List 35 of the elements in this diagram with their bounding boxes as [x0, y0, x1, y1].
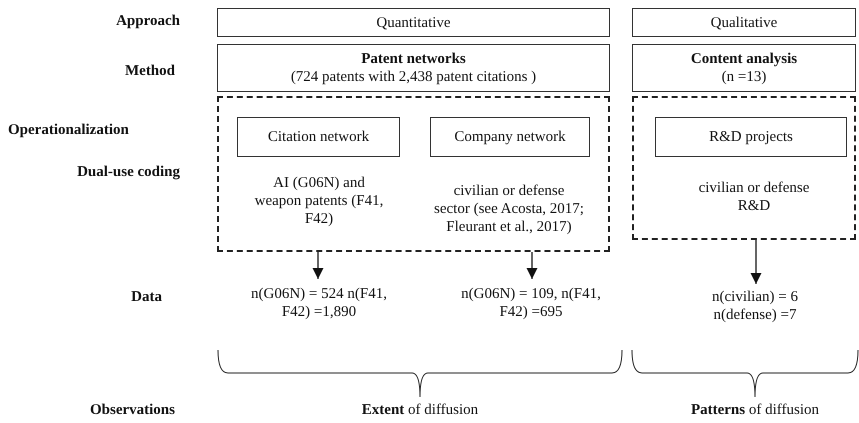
coding-text: civilian or defense R&D: [684, 176, 824, 218]
box-label: R&D projects: [709, 128, 793, 146]
row-label: Method: [124, 62, 175, 80]
coding-text: AI (G06N) and weapon patents (F41, F42): [254, 165, 384, 237]
row-label: Observations: [88, 401, 175, 419]
dashed-group-box: [217, 96, 610, 252]
box-label: Citation network: [268, 128, 370, 146]
box-label: Company network: [454, 128, 566, 146]
row-label: Approach: [115, 12, 180, 30]
operationalization-box: [430, 117, 590, 157]
heading-text: Content analysis: [690, 50, 798, 68]
box-label: (724 patents with 2,438 patent citations ): [290, 68, 536, 86]
data-text: n(G06N) = 109, n(F41, F42) =695: [460, 281, 602, 325]
observation-label: Patterns of diffusion: [690, 401, 820, 419]
arrow: [526, 252, 538, 279]
approach-box: [632, 8, 856, 37]
heading-text: Patent networks: [361, 50, 466, 68]
row-label: Data: [130, 288, 162, 306]
method-box: [217, 44, 610, 92]
approach-box: [217, 8, 610, 37]
arrow: [750, 240, 762, 284]
box-label: Qualitative: [710, 14, 778, 32]
row-label: Dual-use coding: [76, 163, 180, 181]
operationalization-box: [237, 117, 400, 157]
method-box: [632, 44, 856, 92]
dashed-group-box: [632, 96, 856, 240]
coding-text: civilian or defense sector (see Acosta, 2017; Fleurant et al., 2017): [434, 165, 584, 253]
data-text: n(civilian) = 6 n(defense) =7: [695, 286, 815, 326]
operationalization-box: [655, 117, 847, 157]
box-label: Quantitative: [376, 14, 451, 32]
observation-label: Extent of diffusion: [360, 401, 480, 419]
data-text: n(G06N) = 524 n(F41, F42) =1,890: [248, 281, 390, 325]
arrow: [312, 252, 324, 279]
row-label: Operationalization: [8, 121, 130, 139]
box-label: (n =13): [722, 68, 766, 86]
